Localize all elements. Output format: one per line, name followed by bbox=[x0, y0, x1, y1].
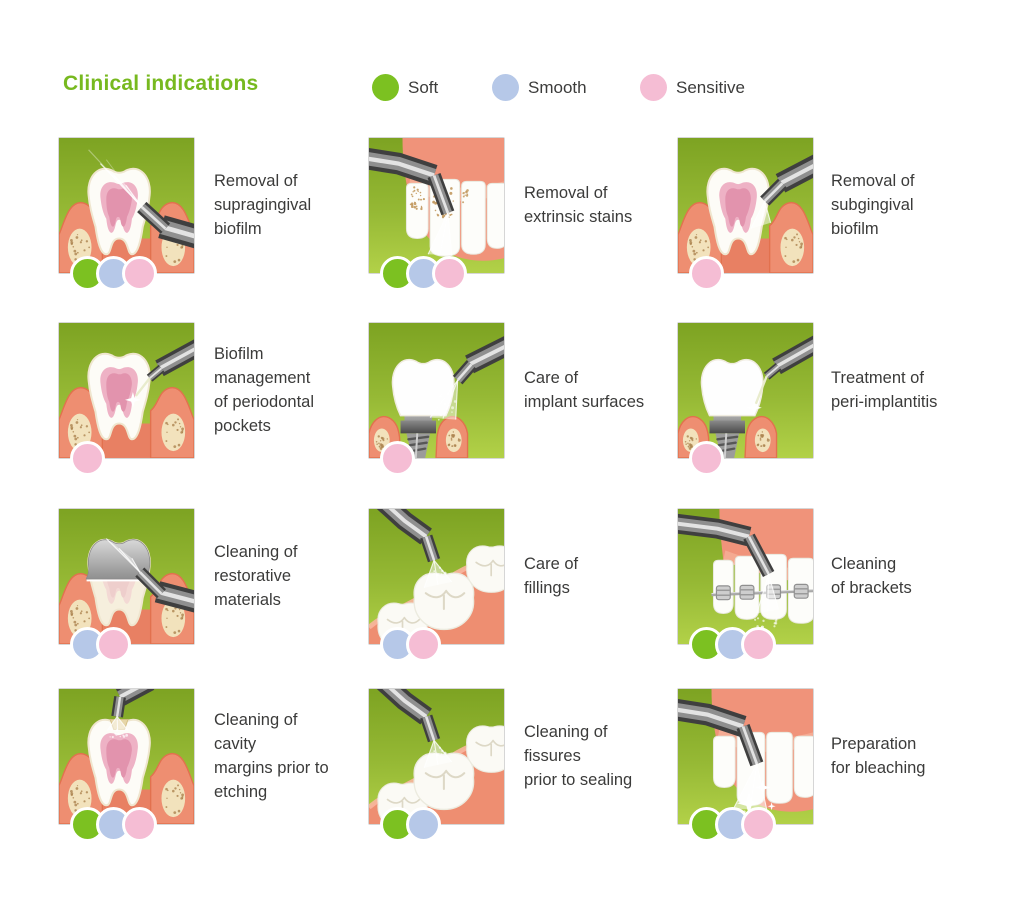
tooth-supragingival-spray-icon bbox=[59, 138, 194, 273]
sensitive-dot-icon bbox=[689, 256, 724, 291]
perio-pocket-nozzle-icon bbox=[59, 323, 194, 458]
indication-tile-10 bbox=[58, 688, 195, 842]
indication-caption: Care of fillings bbox=[524, 555, 579, 597]
indication-tile-12 bbox=[677, 688, 814, 842]
smooth-dot-icon bbox=[492, 74, 519, 101]
indication-caption: Treatment of peri-implantitis bbox=[831, 369, 938, 411]
sensitive-dot-icon bbox=[122, 256, 157, 291]
powder-dots bbox=[70, 627, 131, 662]
indication-tile-2 bbox=[368, 137, 505, 291]
indication-caption: Removal of subgingival biofilm bbox=[831, 172, 915, 238]
brackets-spray-icon bbox=[678, 509, 813, 644]
indication-tile-7 bbox=[58, 508, 195, 662]
tooth-subgingival-spray-icon bbox=[678, 138, 813, 273]
legend-item-soft: Soft bbox=[372, 74, 438, 101]
sensitive-dot-icon bbox=[96, 627, 131, 662]
powder-dots bbox=[380, 807, 441, 842]
smooth-dot-icon bbox=[406, 807, 441, 842]
sensitive-dot-icon bbox=[689, 441, 724, 476]
page-title: Clinical indications bbox=[63, 72, 259, 95]
powder-dots bbox=[380, 441, 415, 476]
legend-item-sensitive: Sensitive bbox=[640, 74, 745, 101]
molar-fissure-spray-icon bbox=[369, 689, 504, 824]
indication-tile-1 bbox=[58, 137, 195, 291]
sensitive-dot-icon bbox=[741, 627, 776, 662]
legend-label: Sensitive bbox=[676, 77, 745, 97]
cavity-top-spray-icon bbox=[59, 689, 194, 824]
powder-dots bbox=[380, 627, 441, 662]
implant-crown-spray-icon bbox=[369, 323, 504, 458]
implant-perio-nozzle-icon bbox=[678, 323, 813, 458]
indication-caption: Cleaning of restorative materials bbox=[214, 543, 298, 609]
indication-tile-3 bbox=[677, 137, 814, 291]
indication-caption: Removal of supragingival biofilm bbox=[214, 172, 312, 238]
legend-item-smooth: Smooth bbox=[492, 74, 587, 101]
sensitive-dot-icon bbox=[380, 441, 415, 476]
indication-tile-6 bbox=[677, 322, 814, 476]
front-teeth-bleach-spray-icon bbox=[678, 689, 813, 824]
sensitive-dot-icon bbox=[432, 256, 467, 291]
restored-tooth-spray-icon bbox=[59, 509, 194, 644]
front-teeth-stains-spray-icon bbox=[369, 138, 504, 273]
sensitive-dot-icon bbox=[406, 627, 441, 662]
powder-dots bbox=[70, 807, 157, 842]
indication-tile-11 bbox=[368, 688, 505, 842]
indication-caption: Cleaning of cavity margins prior to etch… bbox=[214, 711, 329, 801]
sensitive-dot-icon bbox=[640, 74, 667, 101]
indication-tile-9 bbox=[677, 508, 814, 662]
indication-tile-8 bbox=[368, 508, 505, 662]
powder-dots bbox=[689, 807, 776, 842]
indication-caption: Care of implant surfaces bbox=[524, 369, 645, 411]
sensitive-dot-icon bbox=[741, 807, 776, 842]
indication-caption: Preparation for bleaching bbox=[831, 735, 926, 777]
indication-caption: Biofilm management of periodontal pocket… bbox=[214, 345, 314, 435]
legend-label: Soft bbox=[408, 77, 439, 97]
legend-label: Smooth bbox=[528, 77, 587, 97]
sensitive-dot-icon bbox=[70, 441, 105, 476]
indication-caption: Removal of extrinsic stains bbox=[524, 184, 633, 226]
powder-dots bbox=[70, 441, 105, 476]
sensitive-dot-icon bbox=[122, 807, 157, 842]
indication-tile-4 bbox=[58, 322, 195, 476]
powder-dots bbox=[70, 256, 157, 291]
soft-dot-icon bbox=[372, 74, 399, 101]
indication-tile-5 bbox=[368, 322, 505, 476]
indication-caption: Cleaning of fissures prior to sealing bbox=[524, 723, 633, 789]
powder-dots bbox=[689, 627, 776, 662]
powder-dots bbox=[689, 256, 724, 291]
powder-dots bbox=[380, 256, 467, 291]
indication-caption: Cleaning of brackets bbox=[831, 555, 912, 597]
molar-filling-spray-icon bbox=[369, 509, 504, 644]
powder-dots bbox=[689, 441, 724, 476]
